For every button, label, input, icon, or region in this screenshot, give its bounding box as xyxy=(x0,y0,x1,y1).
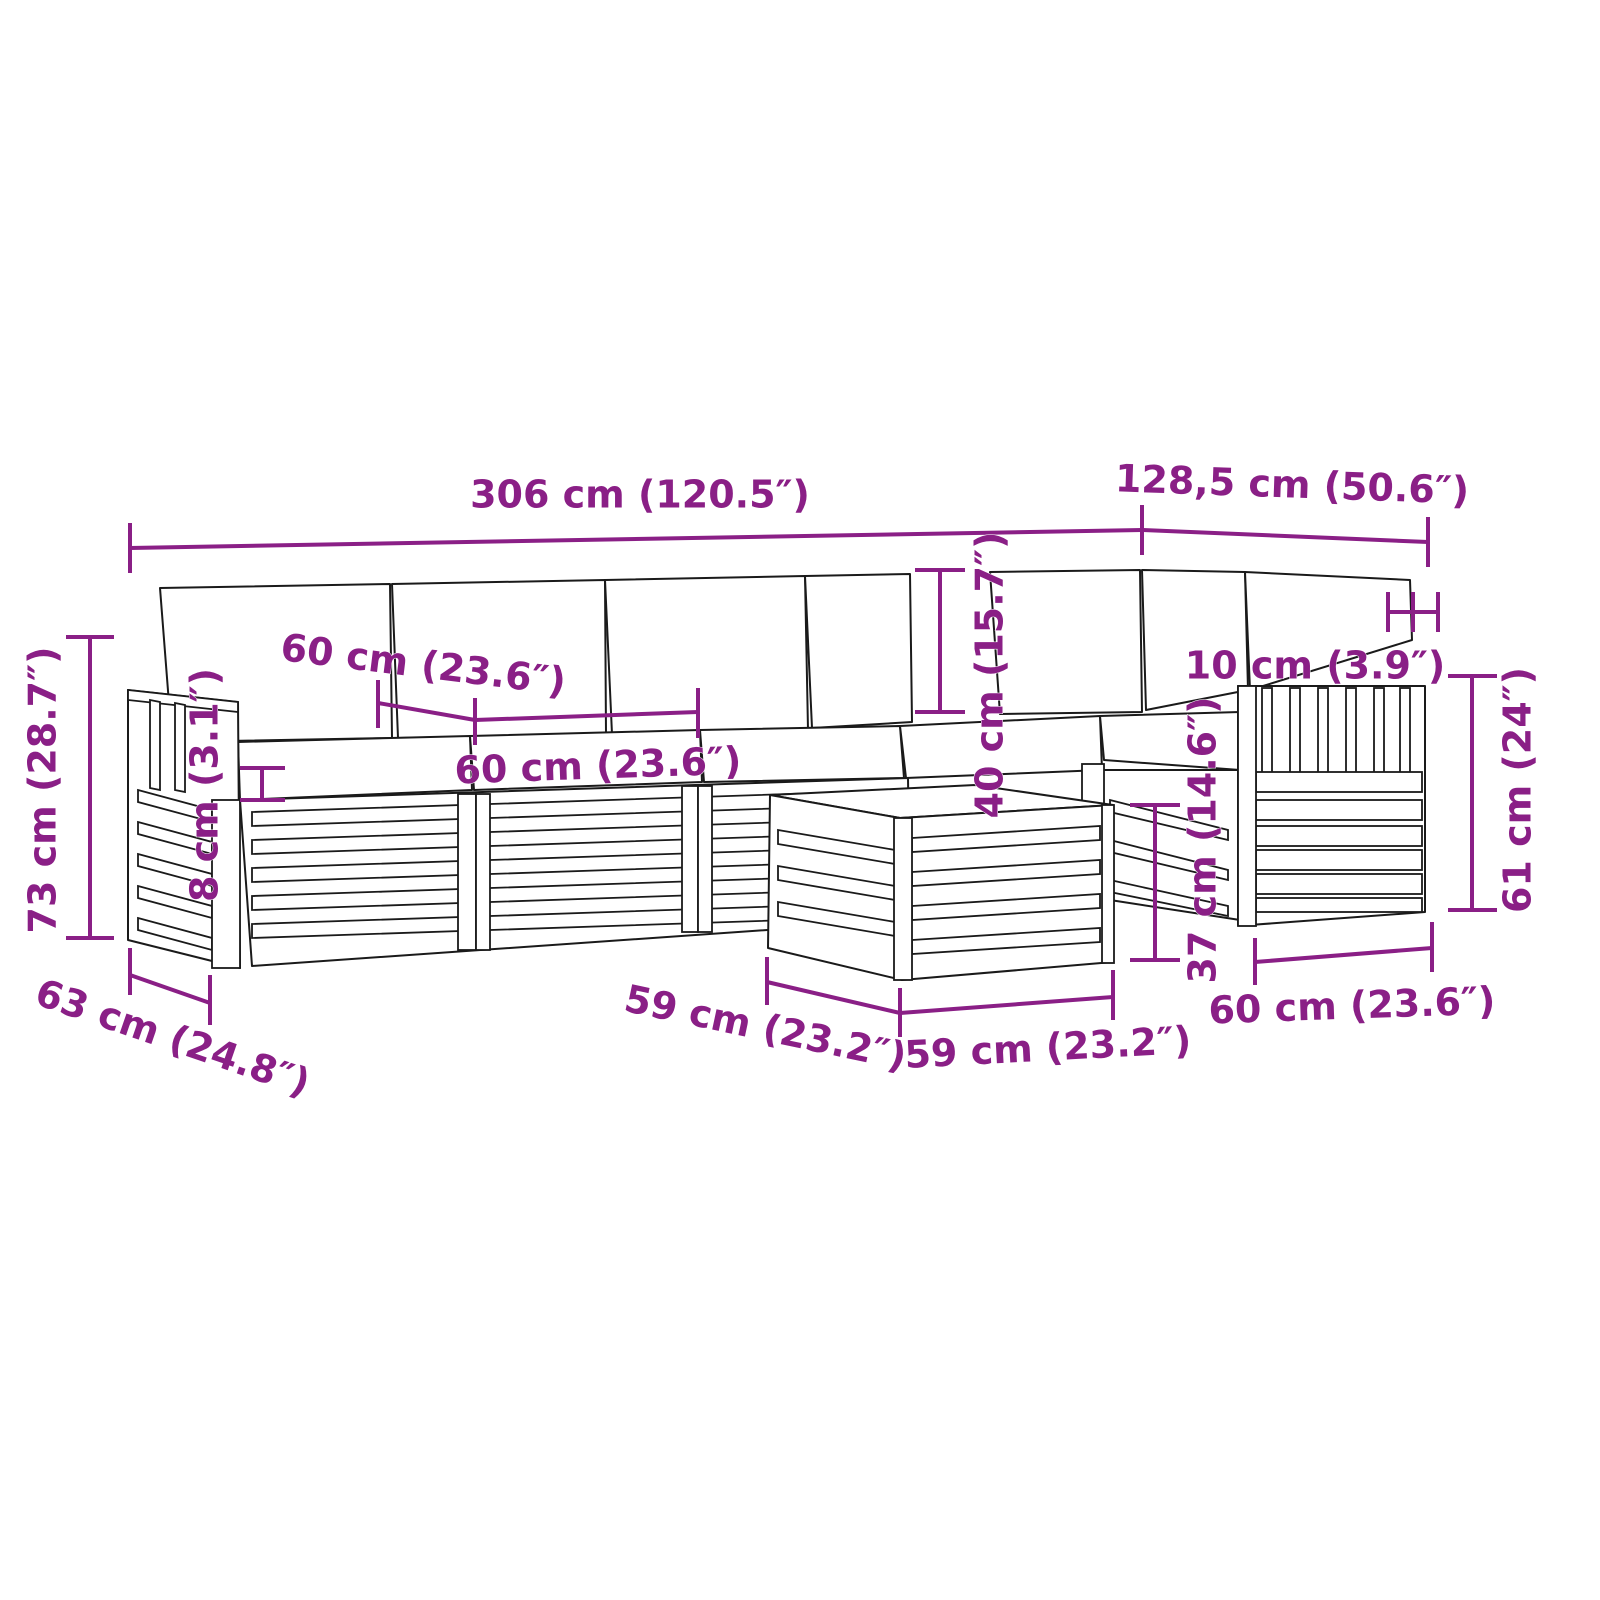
table-slats xyxy=(777,825,1101,955)
armchair-front-slats xyxy=(1255,771,1423,913)
label-seat-width: 60 cm (23.6″) xyxy=(454,739,742,793)
label-armrest-width: 8 cm (3.1″) xyxy=(183,668,227,902)
label-seat-height: 37 cm (14.6″) xyxy=(1181,697,1225,984)
label-table-width: 59 cm (23.2″) xyxy=(903,1018,1192,1077)
dim-seat-height xyxy=(1130,803,1180,962)
label-corner-depth: 128,5 cm (50.6″) xyxy=(1114,456,1470,512)
seat-cushions xyxy=(237,711,1241,801)
dim-seat-width xyxy=(474,688,700,738)
dim-corner-depth xyxy=(1141,517,1430,567)
label-total-height: 73 cm (28.7″) xyxy=(21,647,65,934)
dim-armrest-width xyxy=(240,766,285,802)
dim-armchair-height xyxy=(1448,674,1497,912)
dimension-lines xyxy=(66,505,1497,1037)
dim-total-height xyxy=(66,635,114,940)
left-armrest xyxy=(127,688,241,969)
label-total-width: 306 cm (120.5″) xyxy=(470,473,810,517)
coffee-table xyxy=(767,784,1115,981)
dim-cushion-thickness xyxy=(1386,592,1440,632)
dim-armchair-depth xyxy=(128,948,212,1025)
label-armchair-height: 61 cm (24″) xyxy=(1496,667,1540,913)
label-armchair-width: 60 cm (23.6″) xyxy=(1208,979,1496,1033)
label-cushion-thickness: 10 cm (3.9″) xyxy=(1185,644,1446,688)
right-armchair xyxy=(1237,685,1426,927)
left-arm-slats xyxy=(137,788,213,952)
dim-table-width xyxy=(899,970,1115,1020)
label-backrest-height: 40 cm (15.7″) xyxy=(968,532,1012,819)
dim-backrest-height xyxy=(915,568,965,714)
dim-armchair-width xyxy=(1253,922,1434,985)
dim-seat-depth xyxy=(376,680,477,745)
